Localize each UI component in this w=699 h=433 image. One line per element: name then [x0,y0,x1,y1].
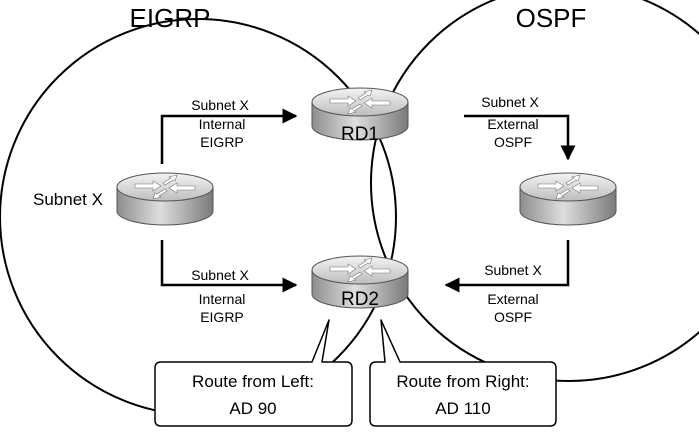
left-top-route-label: Subnet X Internal EIGRP [191,97,249,150]
subnet-x-router-icon [116,172,214,226]
route-label-line: OSPF [494,309,532,325]
subnet-x-label: Subnet X [33,190,103,209]
left-callout [154,319,353,427]
rd2-label: RD2 [341,289,379,310]
rd1-label: RD1 [341,124,379,145]
ospf-domain-circle [370,0,699,382]
left-bottom-route-label: Subnet X Internal EIGRP [191,267,249,325]
right-bottom-route-label: Subnet X External OSPF [484,262,542,325]
right-callout-line-2: AD 110 [435,399,490,418]
right-callout [369,319,557,427]
right-callout-line-1: Route from Right: [396,372,529,391]
left-callout-line-2: AD 90 [229,399,276,418]
ospf-title: OSPF [516,3,587,33]
right-top-route-label: Subnet X External OSPF [481,94,539,150]
eigrp-arrow-to-rd1 [160,108,298,164]
ospf-arrow-from-rd1 [464,114,576,161]
ospf-arrow-to-rd2 [444,240,570,293]
route-label-line: OSPF [494,134,532,150]
ospf-router-icon [519,172,617,226]
route-label-line: EIGRP [200,309,244,325]
route-label-line: External [487,116,538,132]
route-label-line: Subnet X [191,267,249,283]
route-label-line: Subnet X [481,94,539,110]
route-label-line: Subnet X [191,97,249,113]
route-label-line: External [487,291,538,307]
left-callout-line-1: Route from Left: [192,372,314,391]
route-label-line: Subnet X [484,262,542,278]
eigrp-title: EIGRP [130,3,211,33]
route-label-line: Internal [199,291,246,307]
route-label-line: EIGRP [200,134,244,150]
route-label-line: Internal [199,116,246,132]
eigrp-arrow-to-rd2 [160,240,298,293]
